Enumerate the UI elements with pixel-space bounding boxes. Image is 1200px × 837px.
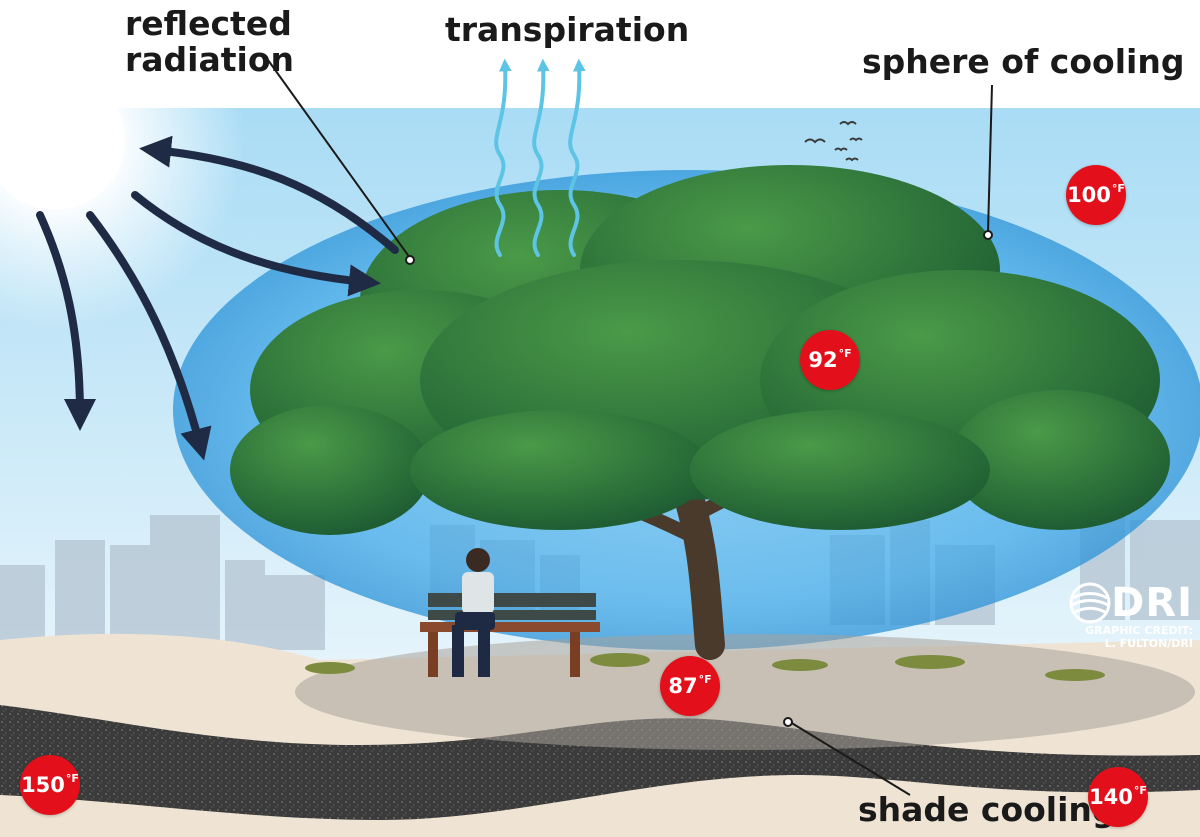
reflected-arrow-up xyxy=(139,135,399,254)
temp-canopy-unit: °F xyxy=(838,346,852,360)
graphic-credit: DRI GRAPHIC CREDIT: L. FULTON/DRI xyxy=(1058,582,1193,650)
leader-lines xyxy=(267,59,993,796)
person-sitting xyxy=(452,548,495,677)
birds-icon xyxy=(804,121,863,162)
leader-sphere-of-cooling xyxy=(987,84,993,233)
leader-reflected-radiation xyxy=(267,59,411,259)
label-sphere-of-cooling: sphere of cooling xyxy=(862,42,1185,81)
incoming-arrow-left xyxy=(86,211,212,461)
temp-pavement-right-value: 140 xyxy=(1089,785,1133,809)
temp-pavement-right-unit: °F xyxy=(1133,783,1147,797)
temp-shade-value: 87 xyxy=(668,674,698,698)
pavement-band xyxy=(0,705,1200,820)
label-transpiration: transpiration xyxy=(445,10,690,49)
temp-shade-unit: °F xyxy=(698,672,712,686)
temp-badge-shade: 87°F xyxy=(660,656,720,716)
dri-logo-icon xyxy=(1069,582,1111,624)
temp-pavement-left-value: 150 xyxy=(21,773,65,797)
incoming-arrow-tree xyxy=(131,191,381,297)
grass-tufts xyxy=(305,653,1105,681)
temp-badge-pavement-right: 140°F xyxy=(1088,767,1148,827)
incoming-arrow-far-left xyxy=(36,211,96,431)
temp-badge-pavement-left: 150°F xyxy=(20,755,80,815)
credit-line1: GRAPHIC CREDIT: xyxy=(1085,624,1193,637)
temp-canopy-value: 92 xyxy=(808,348,838,372)
sun-icon xyxy=(0,0,245,330)
dri-logo-text: DRI xyxy=(1111,580,1193,626)
leader-shade-cooling xyxy=(789,721,911,796)
radiation-arrows xyxy=(36,135,399,461)
transpiration-arrows xyxy=(494,58,586,257)
label-reflected-line2: radiation xyxy=(125,40,294,79)
credit-line2: L. FULTON/DRI xyxy=(1104,637,1193,650)
label-shade-cooling: shade cooling xyxy=(858,790,1116,829)
temp-badge-canopy: 92°F xyxy=(800,330,860,390)
tree-canopy xyxy=(230,165,1170,535)
temp-sky-value: 100 xyxy=(1067,183,1111,207)
label-reflected-line1: reflected xyxy=(125,4,292,43)
label-reflected-radiation: reflected radiation xyxy=(125,6,294,78)
temp-pavement-left-unit: °F xyxy=(65,771,79,785)
temp-badge-sky: 100°F xyxy=(1066,165,1126,225)
shade-patch xyxy=(295,634,1195,750)
temp-sky-unit: °F xyxy=(1111,181,1125,195)
